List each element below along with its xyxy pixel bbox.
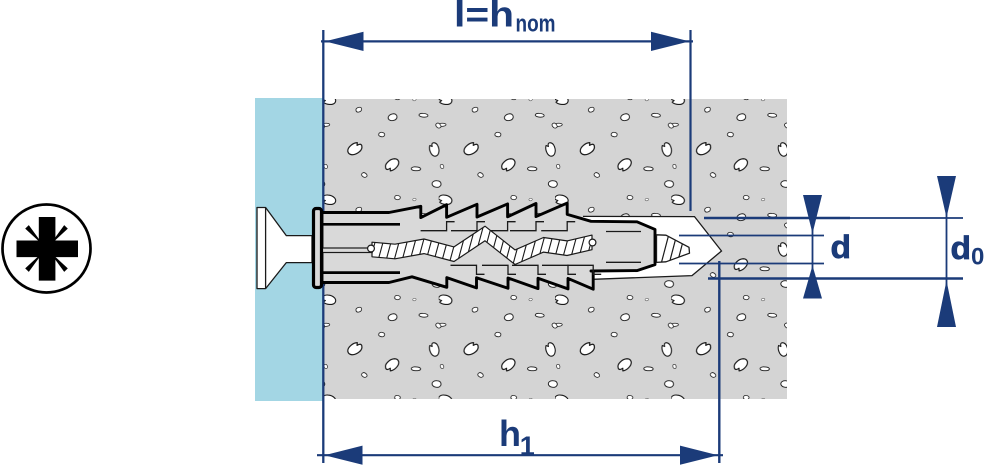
svg-text:0: 0 [971, 244, 984, 271]
svg-text:d: d [831, 229, 852, 265]
svg-text:nom: nom [516, 11, 556, 38]
svg-text:d: d [951, 230, 972, 266]
svg-text:h: h [499, 413, 521, 454]
svg-text:l=h: l=h [454, 0, 514, 35]
svg-text:1: 1 [520, 431, 535, 461]
